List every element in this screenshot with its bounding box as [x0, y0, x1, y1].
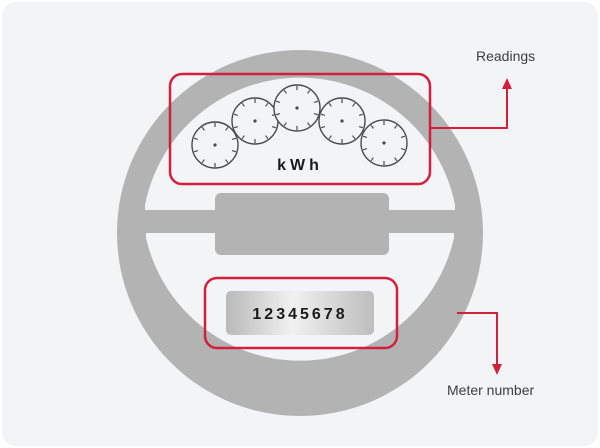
serial-plate [226, 291, 374, 335]
dial [318, 97, 366, 145]
readings-label: Readings [476, 48, 536, 64]
dial [273, 84, 321, 132]
dial [360, 119, 408, 167]
meter-number-highlight [203, 276, 399, 350]
dial [191, 121, 239, 169]
dial [231, 97, 279, 145]
meter-number-label: Meter number [447, 382, 535, 398]
meter-number-arrowhead [492, 364, 502, 375]
meter-number-connector [457, 312, 498, 364]
meter-center-plate [215, 193, 389, 255]
readings-connector [430, 88, 508, 129]
readings-arrowhead [502, 78, 512, 89]
serial-number: 12345678 [252, 306, 347, 323]
meter-upper-face [145, 77, 455, 210]
unit-label: kWh [277, 157, 323, 174]
reading-dials [191, 84, 408, 169]
